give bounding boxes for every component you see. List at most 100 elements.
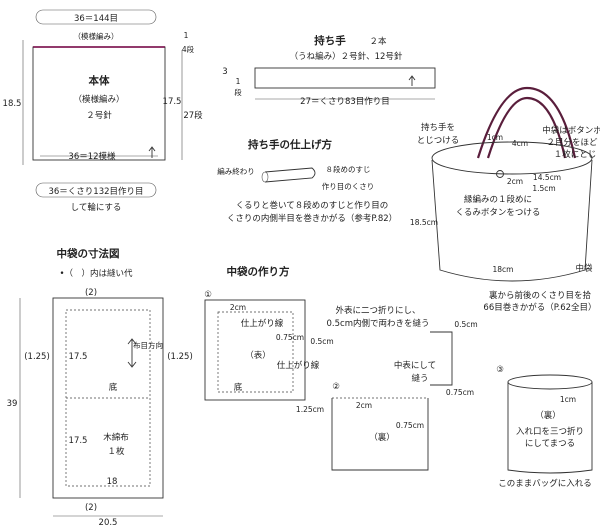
step1-finish-v: 仕上がり線 [277, 360, 320, 371]
fabric-line1: 木綿布 [103, 432, 129, 443]
top-band-4: 4段 [182, 44, 195, 54]
step2-inside-line1: 中表にして [394, 360, 436, 371]
finish-desc-line1: くるりと巻いて８段めのすじと作り目の [236, 200, 389, 211]
finish-label-roll: 編み終わり [217, 166, 255, 176]
left-17-5b: 17.5 [69, 436, 88, 446]
step3-back: （裏） [535, 410, 561, 421]
button-line2: くるみボタンをつける [456, 208, 541, 218]
top-margin: (2) [85, 288, 97, 298]
step3-1cm: 1cm [560, 395, 576, 404]
handle-count: ２本 [369, 36, 387, 47]
right-height-label: 17.5 [163, 97, 182, 107]
top-width-label: 36＝144目 [74, 14, 118, 24]
lining-steps-section: 中袋の作り方 ① 2cm 仕上がり線 （表） 0.75cm 0.5cm 仕上がり… [204, 265, 593, 489]
finish-title: 持ち手の仕上げ方 [248, 138, 332, 151]
button-note-line2: ２目分をほど [546, 138, 598, 148]
step3-marker: ③ [496, 365, 504, 375]
step1-note-line1: 外表に二つ折りにし、 [335, 305, 420, 316]
finish-label-start: 作り目のくさり [322, 181, 375, 191]
rolled-handle-drawing [264, 167, 316, 183]
handle-title: 持ち手 [314, 34, 346, 47]
finish-label-eighth: ８段めのすじ [326, 164, 371, 174]
button-note-line3: １枚にとじ [554, 149, 597, 160]
button-note-line1: 中袋はボタンホ [542, 125, 600, 136]
step3-fold-line2: にしてまつる [525, 439, 575, 449]
grain-label: 布目方向 [133, 340, 163, 350]
top-rows-label: （模様編み） [74, 31, 119, 41]
step1-0-5: 0.5cm [310, 337, 333, 346]
outer-height: 39 [7, 399, 18, 409]
pos-4cm: 4cm [512, 139, 528, 148]
inner-width: 18 [107, 477, 118, 487]
bag-width: 18cm [493, 265, 514, 274]
lining-dims-title: 中袋の寸法図 [57, 247, 120, 260]
handle-attach-line2: とじつける [417, 136, 460, 146]
step2-0-75: 0.75cm [446, 388, 474, 397]
step1-2cm: 2cm [230, 303, 246, 312]
step1-0-75: 0.75cm [276, 333, 304, 342]
direction-arrow-icon [148, 146, 156, 158]
step3-bag [507, 382, 593, 474]
step1-marker: ① [204, 290, 212, 300]
bottom-width-label: 36＝12模様 [68, 151, 116, 162]
bag-height: 18.5cm [410, 218, 438, 227]
finish-desc-line2: くさりの内側半目を巻きかがる（参考P.82） [227, 213, 397, 224]
step1-bottom: 底 [234, 382, 243, 393]
handle-height: 3 [222, 67, 227, 77]
handle-attach-line1: 持ち手を [421, 122, 455, 133]
lining-bottom-label: 底 [109, 382, 118, 393]
dim-14-5cm: 14.5cm [533, 173, 561, 182]
dim-2cm: 2cm [507, 177, 523, 186]
handle-length: 27＝くさり83目作り目 [300, 96, 390, 107]
bag-handle-inner [486, 96, 567, 159]
finish-section: 持ち手の仕上げ方 編み終わり ８段めのすじ 作り目のくさり くるりと巻いて８段め… [217, 138, 397, 224]
assembled-bag-section: 持ち手を とじつける 1cm 4cm 中袋はボタンホ ２目分をほど １枚にとじ … [410, 86, 600, 313]
handle-height-1: 1 [236, 77, 241, 86]
cast-on-line1: 36＝くさり132目作り目 [48, 186, 143, 197]
body-needle: ２号針 [86, 110, 112, 121]
inner-bag-label: 中袋 [575, 263, 593, 274]
step1-note-line2: 0.5cm内側で両わきを縫う [327, 318, 430, 329]
lining-dims-note: •（ ）内は縫い代 [59, 268, 133, 279]
bottom-margin: (2) [85, 503, 97, 513]
step2-2cm: 2cm [356, 401, 372, 410]
button-line1: 縁編みの１段めに [464, 194, 532, 205]
step2-back: （裏） [369, 432, 395, 443]
roll-end-ellipse [261, 171, 269, 183]
right-rows-label: 27段 [183, 110, 203, 121]
left-height-label: 18.5 [3, 99, 22, 109]
top-width-pill [35, 9, 157, 25]
step2-0-5: 0.5cm [454, 320, 477, 329]
lining-outer-rect [52, 297, 164, 499]
bag-button-icon [496, 170, 504, 178]
side-left: (1.25) [24, 352, 50, 362]
handle-strip [254, 67, 436, 89]
sew-note-line1: 裏から前後のくさり目を拾 [489, 290, 592, 301]
outer-width: 20.5 [99, 518, 118, 528]
top-band-1: 1 [184, 31, 189, 40]
handle-height-rows: 段 [234, 87, 242, 97]
step2-seam-drawing [430, 331, 453, 386]
step2-inside-line2: 縫う [411, 373, 428, 384]
step3-opening [507, 374, 593, 390]
step3-bottom-note: このままバッグに入れる [498, 478, 592, 489]
step1-finish: 仕上がり線 [241, 318, 284, 329]
pos-1cm: 1cm [487, 133, 503, 142]
fabric-line2: １枚 [107, 446, 125, 457]
body-panel [32, 46, 166, 161]
step2-marker: ② [332, 382, 340, 392]
handle-section: 持ち手 ２本 （うね編み）２号針、12号針 3 1 段 27＝くさり83目作り目 [222, 34, 436, 107]
step2-0-75b: 0.75cm [396, 421, 424, 430]
step1-front: （表） [245, 350, 271, 361]
sew-note-line2: 66目巻きかがる（P.62全目） [483, 302, 596, 313]
lining-steps-title: 中袋の作り方 [227, 265, 290, 278]
step3-fold-line1: 入れ口を三つ折り [516, 426, 584, 437]
step1-fabric [204, 299, 306, 401]
step1-1-25: 1.25cm [296, 405, 324, 414]
step2-bag [331, 398, 429, 471]
handle-arrow-icon [408, 75, 416, 86]
bag-opening [431, 141, 593, 175]
main-body-section: 36＝144目 （模様編み） 本体 （模様編み） ２号針 36＝12模様 18.… [3, 9, 203, 213]
step1-finish-line [217, 311, 294, 393]
